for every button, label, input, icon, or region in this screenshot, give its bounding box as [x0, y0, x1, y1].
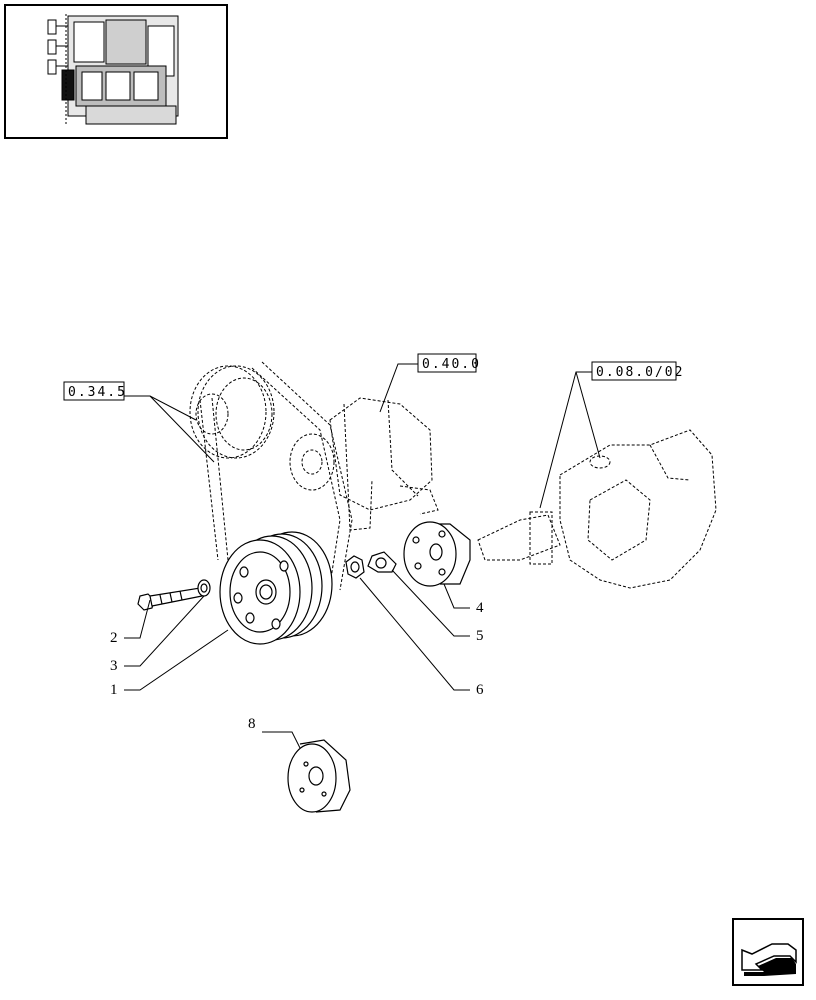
reference-label-belt[interactable]: 0.34.5 — [63, 381, 127, 401]
callout-5: 5 — [476, 628, 484, 644]
svg-text:0.08.0/02: 0.08.0/02 — [596, 365, 684, 380]
next-page-button[interactable] — [732, 918, 804, 986]
callout-3: 3 — [110, 658, 118, 674]
washer-part-3[interactable] — [197, 579, 211, 597]
callout-1: 1 — [110, 682, 118, 698]
spacer-part-8[interactable] — [287, 739, 351, 813]
callout-8: 8 — [248, 716, 256, 732]
water-pump-pulley-reference — [189, 365, 275, 459]
callout-6: 6 — [476, 682, 484, 698]
callout-4: 4 — [476, 600, 484, 616]
pulley-part-1[interactable] — [219, 531, 333, 645]
nut-part-6[interactable] — [345, 555, 365, 579]
leader-lines — [124, 363, 601, 749]
next-page-arrow-icon — [741, 943, 797, 976]
engine-thumbnail[interactable] — [4, 4, 228, 139]
svg-text:0.40.0: 0.40.0 — [422, 357, 481, 372]
svg-text:0.34.5: 0.34.5 — [68, 385, 127, 400]
engine-thumbnail-icon — [47, 14, 179, 126]
lock-washer-part-5[interactable] — [367, 551, 397, 573]
belt-reference — [199, 361, 353, 591]
callout-2: 2 — [110, 630, 118, 646]
reference-label-alternator[interactable]: 0.40.0 — [417, 353, 481, 373]
bolt-part-2[interactable] — [137, 587, 203, 611]
crankshaft-reference — [477, 429, 717, 589]
alternator-reference — [289, 397, 439, 531]
reference-label-crankshaft[interactable]: 0.08.0/02 — [591, 361, 684, 381]
hub-part-4[interactable] — [403, 521, 471, 587]
